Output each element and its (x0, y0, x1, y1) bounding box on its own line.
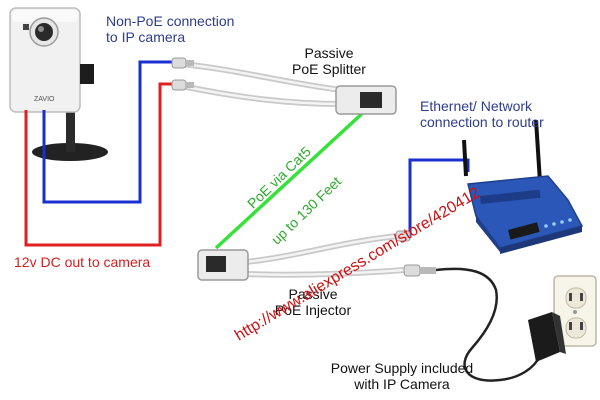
ip-camera: ZAVIO (9, 7, 108, 161)
wall-outlet (553, 275, 597, 347)
passive-injector-label: Passive PoE Injector (274, 286, 352, 318)
red-dc-wire (24, 82, 178, 247)
ethernet-router-label: Ethernet/ Network connection to router (420, 98, 544, 130)
passive-splitter-label: Passive PoE Splitter (292, 45, 366, 77)
router (462, 119, 584, 254)
blue-camera-wire (42, 60, 178, 204)
poe-splitter (171, 57, 397, 115)
green-poe-cable (214, 108, 368, 250)
non-poe-connection-label: Non-PoE connection to IP camera (106, 13, 235, 45)
power-adapter (528, 312, 566, 362)
camera-logo: ZAVIO (34, 96, 55, 103)
power-supply-label: Power Supply included with IP Camera (330, 360, 474, 392)
poe-injector (197, 230, 436, 281)
dc-out-label: 12v DC out to camera (14, 254, 151, 270)
power-cord (435, 267, 542, 382)
